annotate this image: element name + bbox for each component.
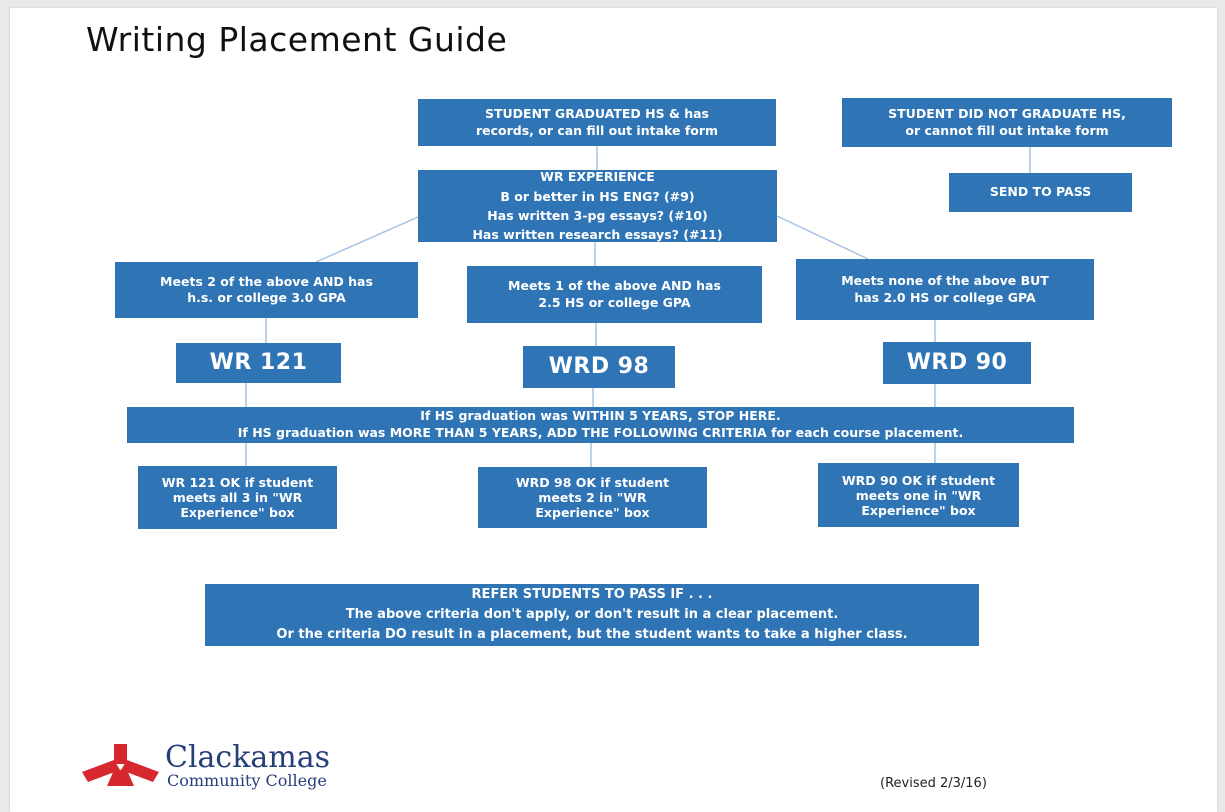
- meets-none-box: Meets none of the above BUT has 2.0 HS o…: [796, 259, 1094, 320]
- send-to-pass-box: SEND TO PASS: [949, 173, 1132, 212]
- wrd98-ok-line-1: WRD 98 OK if student: [515, 475, 670, 490]
- wr121-ok-box: WR 121 OK if student meets all 3 in "WR …: [138, 466, 337, 529]
- wrd90-ok-line-1: WRD 90 OK if student: [841, 472, 996, 488]
- send-to-pass-label: SEND TO PASS: [989, 184, 1092, 200]
- meets-one-box: Meets 1 of the above AND has 2.5 HS or c…: [467, 266, 762, 323]
- wrd98-label: WRD 98: [548, 353, 650, 379]
- wrd98-ok-line-3: Experience" box: [535, 505, 650, 520]
- graduated-line-2: records, or can fill out intake form: [475, 122, 719, 138]
- wr-experience-box: WR EXPERIENCE B or better in HS ENG? (#9…: [418, 169, 777, 243]
- wr-experience-heading: WR EXPERIENCE: [540, 169, 655, 185]
- graduation-rule-line-1: If HS graduation was WITHIN 5 YEARS, STO…: [420, 408, 781, 424]
- wr121-label: WR 121: [209, 349, 308, 375]
- meets-none-line-2: has 2.0 HS or college GPA: [854, 289, 1036, 305]
- wrd98-ok-line-2: meets 2 in "WR: [538, 490, 647, 505]
- refer-box: REFER STUDENTS TO PASS IF . . . The abov…: [205, 584, 979, 646]
- wrd90-box: WRD 90: [883, 342, 1031, 384]
- meets-one-line-2: 2.5 HS or college GPA: [538, 294, 691, 310]
- wrd90-ok-line-3: Experience" box: [861, 502, 976, 518]
- wr-experience-criterion-2: Has written 3-pg essays? (#10): [487, 208, 708, 223]
- meets-one-line-1: Meets 1 of the above AND has: [508, 278, 721, 294]
- clackamas-logo-icon: [82, 744, 159, 786]
- graduation-rule-line-2: If HS graduation was MORE THAN 5 YEARS, …: [237, 425, 964, 440]
- not-graduated-line-2: or cannot fill out intake form: [905, 122, 1109, 138]
- wr121-ok-line-1: WR 121 OK if student: [161, 475, 314, 490]
- revised-date: (Revised 2/3/16): [880, 776, 987, 791]
- refer-line-2: Or the criteria DO result in a placement…: [276, 627, 908, 643]
- wrd90-label: WRD 90: [906, 349, 1008, 375]
- meets-two-line-1: Meets 2 of the above AND has: [160, 273, 373, 289]
- wrd90-ok-box: WRD 90 OK if student meets one in "WR Ex…: [818, 463, 1019, 527]
- graduation-rule-box: If HS graduation was WITHIN 5 YEARS, STO…: [127, 407, 1074, 443]
- meets-none-line-1: Meets none of the above BUT: [841, 273, 1049, 289]
- page-title: Writing Placement Guide: [86, 20, 508, 59]
- not-graduated-box: STUDENT DID NOT GRADUATE HS, or cannot f…: [842, 98, 1172, 147]
- graduated-line-1: STUDENT GRADUATED HS & has: [485, 106, 709, 122]
- refer-line-1: The above criteria don't apply, or don't…: [345, 606, 839, 622]
- wrd90-ok-line-2: meets one in "WR: [855, 487, 982, 503]
- wr121-ok-line-3: Experience" box: [180, 505, 295, 520]
- wr121-box: WR 121: [176, 343, 341, 383]
- logo-name: Clackamas: [165, 740, 331, 775]
- meets-two-line-2: h.s. or college 3.0 GPA: [187, 290, 346, 305]
- wrd98-box: WRD 98: [523, 346, 675, 388]
- not-graduated-line-1: STUDENT DID NOT GRADUATE HS,: [888, 106, 1126, 122]
- connector-experience-meets-two: [315, 216, 419, 263]
- wrd98-ok-box: WRD 98 OK if student meets 2 in "WR Expe…: [478, 467, 707, 528]
- wr121-ok-line-2: meets all 3 in "WR: [172, 490, 303, 505]
- graduated-box: STUDENT GRADUATED HS & has records, or c…: [418, 99, 776, 146]
- wr-experience-criterion-3: Has written research essays? (#11): [472, 227, 723, 243]
- wr-experience-criterion-1: B or better in HS ENG? (#9): [500, 188, 695, 204]
- meets-two-box: Meets 2 of the above AND has h.s. or col…: [115, 262, 418, 318]
- connector-experience-meets-none: [776, 215, 869, 260]
- logo-subtitle: Community College: [167, 771, 327, 790]
- refer-heading: REFER STUDENTS TO PASS IF . . .: [471, 586, 713, 602]
